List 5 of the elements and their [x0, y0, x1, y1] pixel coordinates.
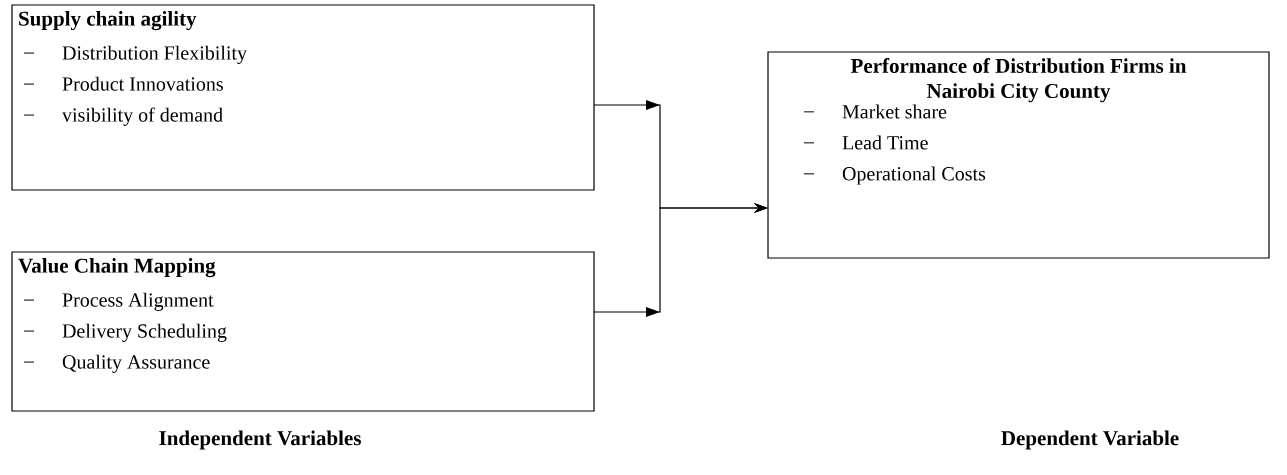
variable-box: Performance of Distribution Firms in Nairobi City County Market share Lead Time Operational Costs — [767, 51, 1270, 259]
variable-box: Value Chain Mapping Process Alignment Delivery Scheduling Quality Assurance — [11, 251, 595, 412]
axis-caption: Independent Variables — [159, 430, 361, 450]
variable-box: Supply chain agility Distribution Flexibility Product Innovations visibility of demand — [11, 4, 595, 191]
axis-caption: Dependent Variable — [1001, 430, 1179, 450]
